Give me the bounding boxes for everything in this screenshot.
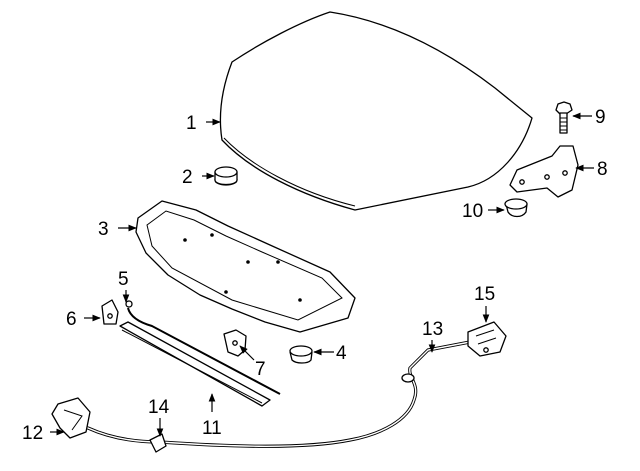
hinge-nut [504, 198, 528, 218]
hinge-bolt [555, 101, 573, 134]
callout-6: 6 [66, 309, 77, 330]
callout-8: 8 [597, 159, 608, 180]
hood-hinge [509, 145, 579, 198]
callout-4: 4 [336, 343, 347, 364]
callout-13: 13 [422, 319, 443, 340]
rod-bracket [101, 299, 119, 325]
lock-bracket [223, 329, 247, 357]
hood-bumper [214, 166, 238, 186]
hood-insulator [135, 200, 356, 333]
leader-lines [50, 112, 594, 437]
callout-3: 3 [98, 219, 109, 240]
hood-clip [289, 345, 313, 364]
hood-seal [119, 321, 271, 407]
callout-7: 7 [255, 359, 266, 380]
callout-11: 11 [202, 418, 222, 439]
callout-12: 12 [22, 423, 43, 444]
callout-5: 5 [118, 269, 129, 290]
hood-latch [467, 321, 507, 357]
release-cable [86, 340, 472, 448]
release-handle [51, 397, 91, 439]
callout-10: 10 [462, 201, 483, 222]
callout-14: 14 [148, 397, 170, 418]
hood-panel [219, 11, 533, 211]
callout-15: 15 [474, 284, 495, 305]
callout-9: 9 [595, 107, 606, 128]
cable-clip [149, 433, 167, 453]
callout-2: 2 [182, 167, 193, 188]
callout-1: 1 [186, 113, 197, 134]
